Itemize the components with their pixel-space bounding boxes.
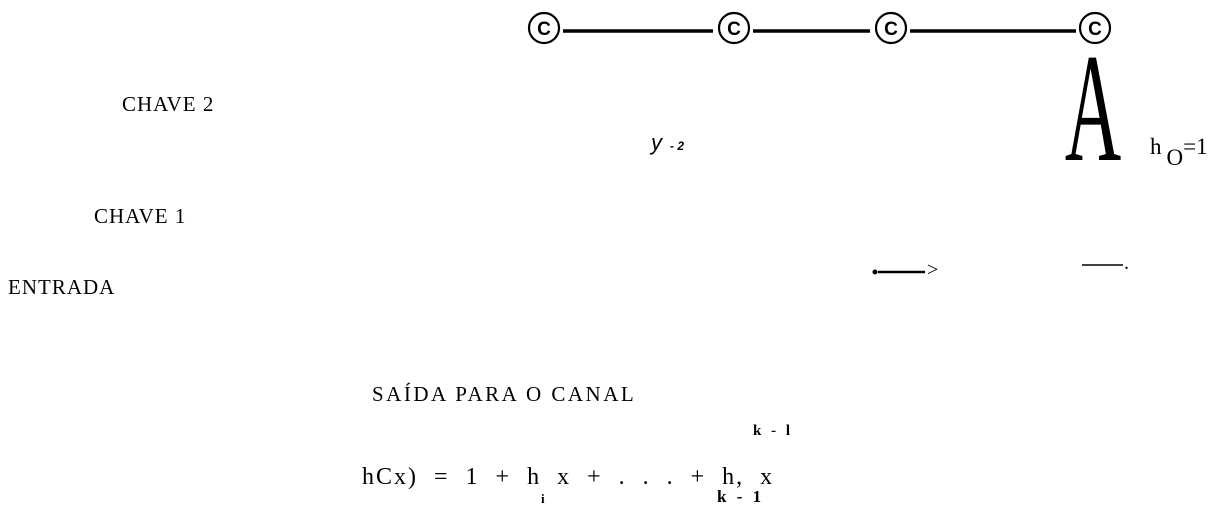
adder-symbol: A	[1065, 22, 1121, 194]
h0-h: h	[1150, 134, 1162, 159]
label-chave-2: CHAVE 2	[122, 92, 215, 116]
generator-polynomial: hCx) = 1 + h x + . . . + h, x	[362, 464, 774, 491]
register-3: C	[874, 11, 908, 45]
h0-value: =1	[1183, 134, 1208, 159]
polynomial-main: hCx) = 1 + h x + . . . + h, x	[362, 464, 775, 490]
y-variable: y	[651, 130, 662, 155]
register-4: C	[1078, 11, 1112, 45]
register-2: C	[717, 11, 751, 45]
label-saida-para-o-canal: SAÍDA PARA O CANAL	[372, 382, 637, 406]
register-3-label: C	[884, 19, 898, 40]
arrow-head: >	[927, 259, 939, 281]
register-1-label: C	[537, 19, 551, 40]
h0-subscript: O	[1166, 145, 1184, 170]
register-2-label: C	[727, 19, 741, 40]
dot-mark: .	[1124, 252, 1129, 274]
register-1: C	[527, 11, 561, 45]
label-entrada: ENTRADA	[8, 275, 116, 299]
y-subscript: - 2	[670, 139, 685, 153]
polynomial-superscript: k - l	[753, 423, 794, 439]
register-4-label: C	[1088, 19, 1102, 40]
polynomial-subscript-k-1: k - 1	[717, 487, 765, 506]
label-y-minus-2: y - 2	[651, 130, 684, 156]
label-chave-1: CHAVE 1	[94, 204, 187, 228]
entrada-arrow-dot	[872, 269, 878, 275]
polynomial-subscript-i: i	[541, 491, 545, 506]
